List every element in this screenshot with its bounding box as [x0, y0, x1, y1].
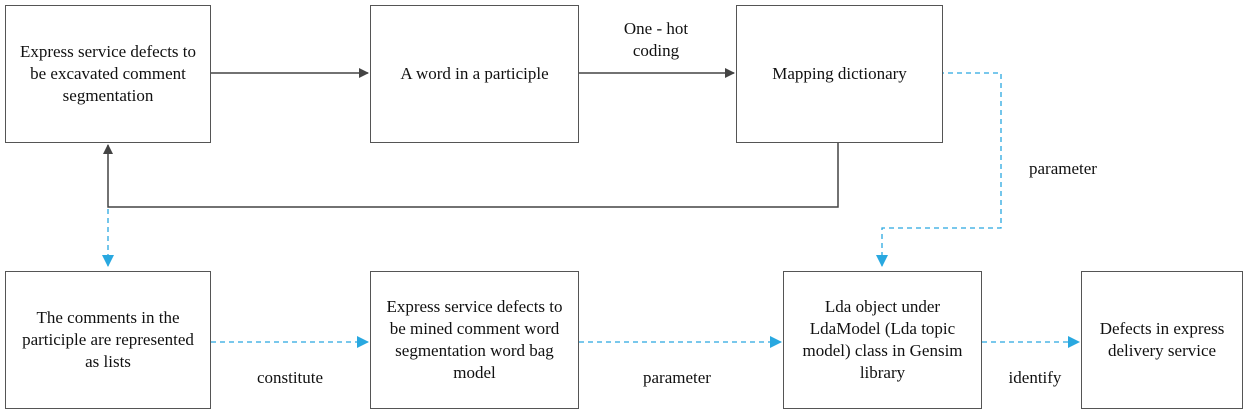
edge-label-one-hot-line1: One - hot	[623, 19, 689, 38]
edge-label-constitute: constitute	[235, 367, 345, 389]
node-defects-express-delivery: Defects in express delivery service	[1081, 271, 1243, 409]
edge-label-text: parameter	[1029, 159, 1097, 178]
edge-label-text: identify	[1008, 368, 1062, 387]
edge-label-text: constitute	[256, 368, 324, 387]
edge-label-text: parameter	[643, 368, 711, 387]
edge-label-one-hot-line2: coding	[632, 41, 680, 60]
edge-label-one-hot: One - hot coding	[590, 18, 722, 62]
edge-label-parameter-bottom: parameter	[622, 367, 732, 389]
node-mapping-dictionary: Mapping dictionary	[736, 5, 943, 143]
node-label: Mapping dictionary	[772, 64, 907, 83]
node-label: A word in a participle	[400, 64, 549, 83]
node-lda-object: Lda object under LdaModel (Lda topic mod…	[783, 271, 982, 409]
node-label: The comments in the participle are repre…	[22, 308, 194, 371]
node-label: Defects in express delivery service	[1099, 319, 1225, 360]
edge-mapping-back-to-segmentation	[103, 143, 839, 208]
node-word-bag-model: Express service defects to be mined comm…	[370, 271, 579, 409]
node-express-defects-segmentation: Express service defects to be excavated …	[5, 5, 211, 143]
node-comments-as-lists: The comments in the participle are repre…	[5, 271, 211, 409]
node-label: Express service defects to be excavated …	[19, 42, 197, 105]
node-word-in-participle: A word in a participle	[370, 5, 579, 143]
edge-label-identify: identify	[990, 367, 1080, 389]
edge-label-parameter-top: parameter	[1008, 158, 1118, 180]
edge-mapping-to-lda	[876, 72, 1002, 267]
node-label: Lda object under LdaModel (Lda topic mod…	[802, 297, 963, 382]
node-label: Express service defects to be mined comm…	[386, 297, 563, 382]
